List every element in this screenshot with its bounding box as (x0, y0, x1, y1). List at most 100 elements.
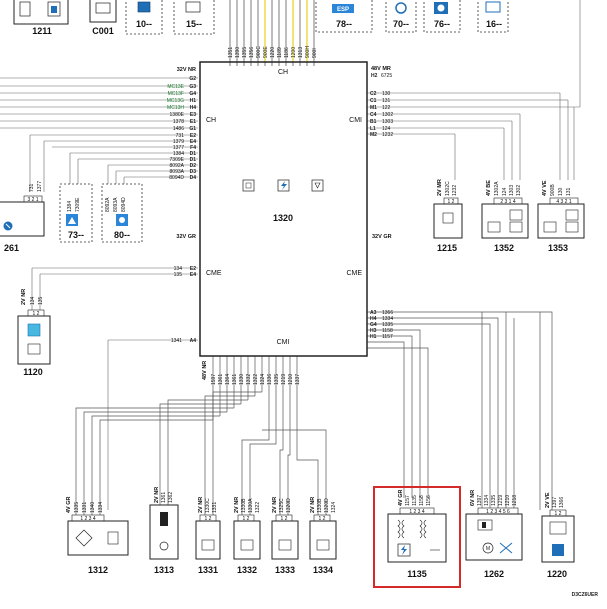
svg-text:1330B: 1330B (317, 498, 323, 513)
svg-text:1 2 3 4 5 6: 1 2 3 4 5 6 (486, 509, 510, 515)
left-components: 731 1377 3 2 1 261 1384 7309E 73-- 8092A… (0, 181, 143, 377)
component-16[interactable]: 16-- (477, 0, 509, 33)
component-16-label: 16-- (486, 19, 502, 29)
wires-layer (0, 0, 581, 515)
bottom-wire-label: 1219 (281, 374, 287, 385)
component-1332[interactable]: 2V NR 1330B 1330A 1322 1 2 1332 (233, 497, 261, 575)
component-1352[interactable]: 4V BE 1302A 124 1303 1302 2 3 1 4 1352 (481, 180, 529, 253)
right-lower-pin-label: H4 (370, 316, 377, 322)
component-78[interactable]: ESP 78-- (315, 0, 373, 33)
component-1211[interactable]: 1211 (13, 0, 69, 36)
svg-text:1362: 1362 (168, 492, 174, 503)
component-1220[interactable]: 2V VE 1397 1366 1 2 1220 (541, 492, 575, 579)
svg-text:1320D: 1320D (286, 498, 292, 513)
right-lower-wire-label: 1158 (382, 328, 393, 334)
right-wire-label: 124 (382, 126, 391, 132)
bottom-wire-label: 1597 (211, 374, 217, 385)
svg-text:1 2: 1 2 (205, 516, 212, 522)
left-wire-label: 1379 (173, 139, 184, 145)
left-wire-label: 7309E (170, 157, 185, 163)
svg-text:2V NR: 2V NR (154, 487, 160, 503)
component-1312[interactable]: 4V GR 1335 1331 1340 1334 1 2 3 4 1312 (66, 496, 129, 575)
right-pin-label: B1 (370, 119, 377, 125)
svg-text:1 2: 1 2 (319, 516, 326, 522)
svg-text:1157: 1157 (405, 495, 411, 506)
component-10[interactable]: 10-- (125, 0, 163, 35)
component-1353[interactable]: 4V VE 900B 130 131 4 3 2 1 1353 (537, 180, 585, 253)
component-73-label: 73-- (68, 230, 84, 240)
voltage-top-left: 32V NR (177, 67, 196, 73)
component-76[interactable]: 76-- (423, 0, 461, 33)
svg-text:1158: 1158 (419, 495, 425, 506)
left-pin-label: D3 (190, 169, 197, 175)
left-wire-label: 8094D (169, 175, 184, 181)
component-1120[interactable]: 2V NR 134 135 1 2 1120 (17, 289, 51, 377)
svg-text:1320D: 1320D (324, 498, 330, 513)
component-1215[interactable]: 2V MR 1302C 1232 1 2 1215 (433, 179, 463, 253)
component-1220-label: 1220 (547, 569, 567, 579)
component-1331[interactable]: 2V NR 1330C 1331 1 2 1331 (195, 497, 221, 575)
left-pin-label: G4 (189, 91, 196, 97)
main-module-1320[interactable]: CH CH CMI CME CME CMI 1320 32V NR 48V MR… (176, 61, 392, 380)
right-wire-label: 1303 (382, 119, 393, 125)
right-wire-label: 122 (382, 105, 391, 111)
svg-text:1397: 1397 (552, 497, 558, 508)
left-pin-label: E3 (190, 112, 196, 118)
right-lower-wire-label: 1334 (382, 316, 393, 322)
component-c001[interactable]: C001 (89, 0, 117, 36)
svg-text:6V NR: 6V NR (470, 490, 476, 506)
right-lower-wire-label: 1335 (382, 322, 393, 328)
left-pin-label: E2 (190, 133, 196, 139)
top-wire-label: 1200 (291, 47, 297, 58)
top-wire-label: 1220 (270, 47, 276, 58)
left-pin-label: G3 (189, 84, 196, 90)
svg-text:1330B: 1330B (241, 498, 247, 513)
svg-text:1302A: 1302A (494, 181, 500, 196)
right-pin-label: M1 (370, 105, 377, 111)
bottom-wire-label: 1210 (288, 374, 294, 385)
svg-text:1218: 1218 (512, 495, 518, 506)
left-wire-label: MC13H (167, 105, 184, 111)
component-80[interactable]: 8092A 8093A 8094D 80-- (101, 183, 143, 243)
component-73[interactable]: 1384 7309E 73-- (59, 183, 93, 243)
component-1313[interactable]: 2V NR 1361 1362 1313 (149, 487, 179, 575)
bottom-wire-label: 1330 (239, 374, 245, 385)
left-pin-label: E4 (190, 139, 196, 145)
component-1333[interactable]: 2V NR 1325C 1320D 1 2 1333 (271, 497, 299, 575)
left-wire-labels: G2G3MC13EG4MC13FH1MC13GH4MC13HE31380EE11… (167, 76, 196, 181)
svg-text:130: 130 (558, 187, 564, 196)
region-label-top: CH (278, 69, 288, 76)
component-1334[interactable]: 2V NR 1330B 1320D 1324 1 2 1334 (309, 497, 337, 575)
component-15[interactable]: 15-- (173, 0, 215, 35)
component-1215-label: 1215 (437, 243, 457, 253)
component-15-label: 15-- (186, 19, 202, 29)
component-261[interactable]: 731 1377 3 2 1 261 (0, 181, 45, 253)
top-wire-label: 1189 (277, 47, 283, 58)
component-1352-label: 1352 (494, 243, 514, 253)
component-1313-label: 1313 (154, 565, 174, 575)
svg-text:2V VE: 2V VE (545, 492, 551, 508)
region-label-left-top: CH (206, 117, 216, 124)
top-wire-label: 900C (256, 46, 262, 58)
bottom-wire-label: 1322 (253, 374, 259, 385)
svg-text:2V NR: 2V NR (21, 289, 27, 305)
component-1120-label: 1120 (23, 367, 43, 377)
component-1262[interactable]: 6V NR 1397 1334 1335 1219 1210 1218 1 2 … (465, 490, 523, 579)
right-pin-label: C1 (370, 98, 377, 104)
svg-text:1303: 1303 (509, 185, 515, 196)
component-261-label: 261 (4, 243, 19, 253)
region-label-left-mid: CME (206, 270, 222, 277)
svg-text:7309E: 7309E (75, 197, 81, 212)
left-wire-label: MC13E (167, 84, 184, 90)
svg-text:E2: E2 (190, 266, 196, 272)
svg-text:1384: 1384 (67, 201, 73, 212)
right-pin-label: L1 (370, 126, 376, 132)
svg-text:4V BE: 4V BE (486, 180, 492, 196)
component-1135[interactable]: 4V GR 1157 1135 1158 1156 1 2 3 4 1135 (373, 486, 461, 588)
right-lower-wire-label: 1366 (382, 310, 393, 316)
cme-left-wires: E2 134 E4 135 A4 1341 (171, 266, 196, 344)
module-icon-group (242, 179, 324, 192)
left-wire-label: 1378 (173, 119, 184, 125)
component-70[interactable]: 70-- (385, 0, 417, 33)
